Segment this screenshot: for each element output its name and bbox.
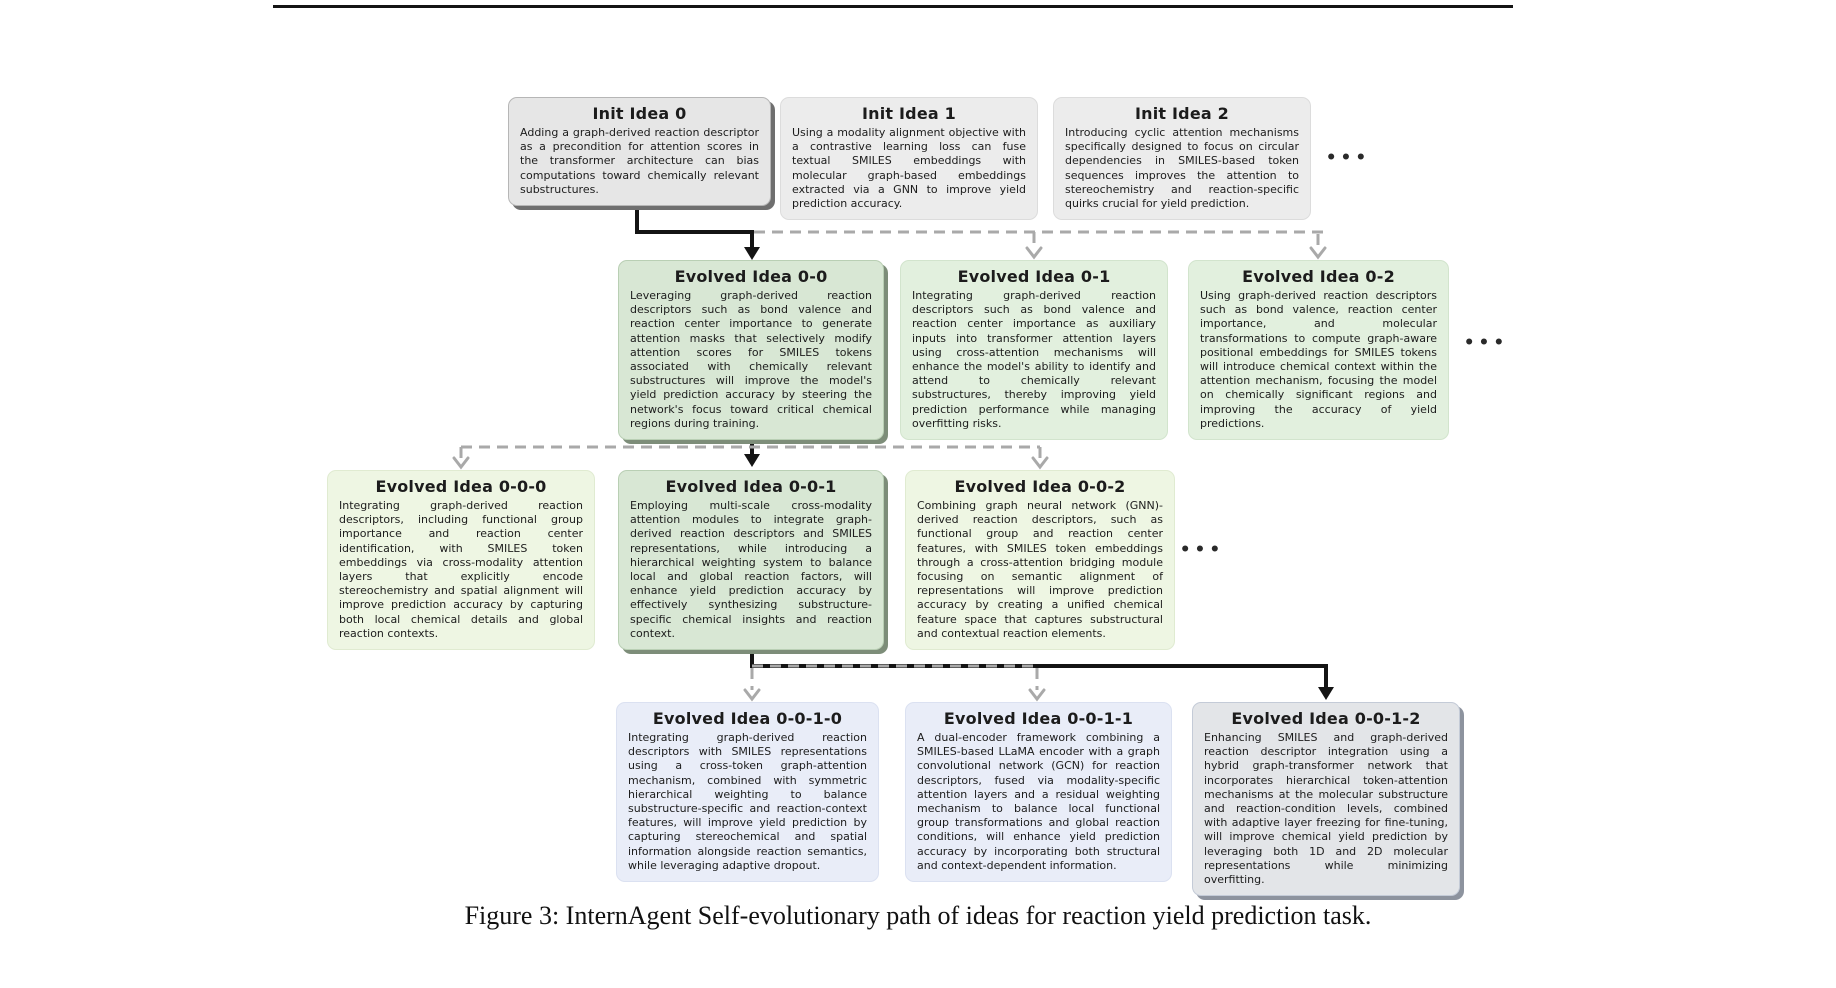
arrowhead-e01 xyxy=(1025,246,1043,260)
arrowhead-e001 xyxy=(744,454,760,467)
arrowhead-e0012 xyxy=(1318,687,1334,700)
page-top-rule xyxy=(273,5,1513,8)
node-body: Integrating graph-derived reaction descr… xyxy=(339,499,583,640)
ellipsis-row-1: ••• xyxy=(1325,148,1371,168)
node-title: Evolved Idea 0-2 xyxy=(1242,267,1395,286)
ellipsis-row-2: ••• xyxy=(1463,333,1509,353)
node-evolved-idea-0-0-1-1: Evolved Idea 0-0-1-1 A dual-encoder fram… xyxy=(905,702,1172,883)
node-evolved-idea-0-0-1: Evolved Idea 0-0-1 Employing multi-scale… xyxy=(618,470,884,651)
node-init-idea-2: Init Idea 2 Introducing cyclic attention… xyxy=(1053,97,1311,221)
node-init-idea-0: Init Idea 0 Adding a graph-derived react… xyxy=(508,97,771,207)
dashed-arrowheads xyxy=(452,246,1327,702)
node-evolved-idea-0-2: Evolved Idea 0-2 Using graph-derived rea… xyxy=(1188,260,1449,441)
arrowhead-e02 xyxy=(1309,246,1327,260)
node-title: Evolved Idea 0-0-1-1 xyxy=(943,709,1134,728)
node-evolved-idea-0-0-0: Evolved Idea 0-0-0 Integrating graph-der… xyxy=(327,470,595,651)
node-title: Evolved Idea 0-0-1-2 xyxy=(1231,709,1421,728)
node-body: Integrating graph-derived reaction descr… xyxy=(912,289,1156,430)
arrowhead-e00 xyxy=(744,247,760,260)
node-title: Init Idea 2 xyxy=(1134,104,1229,123)
node-title: Evolved Idea 0-0-1-0 xyxy=(652,709,843,728)
node-evolved-idea-0-1: Evolved Idea 0-1 Integrating graph-deriv… xyxy=(900,260,1168,441)
node-body: Using graph-derived reaction descriptors… xyxy=(1200,289,1437,430)
node-body: Combining graph neural network (GNN)-der… xyxy=(917,499,1163,640)
node-body: Using a modality alignment objective wit… xyxy=(792,126,1026,211)
node-init-idea-1: Init Idea 1 Using a modality alignment o… xyxy=(780,97,1038,221)
arrowhead-e000 xyxy=(452,456,470,470)
node-title: Init Idea 0 xyxy=(592,104,687,123)
node-body: Enhancing SMILES and graph-derived react… xyxy=(1204,731,1448,887)
node-title: Evolved Idea 0-0-2 xyxy=(954,477,1126,496)
node-title: Evolved Idea 0-0 xyxy=(674,267,828,286)
node-evolved-idea-0-0-1-0: Evolved Idea 0-0-1-0 Integrating graph-d… xyxy=(616,702,879,883)
node-evolved-idea-0-0-2: Evolved Idea 0-0-2 Combining graph neura… xyxy=(905,470,1175,651)
node-body: Integrating graph-derived reaction descr… xyxy=(628,731,867,872)
node-evolved-idea-0-0: Evolved Idea 0-0 Leveraging graph-derive… xyxy=(618,260,884,441)
node-body: A dual-encoder framework combining a SMI… xyxy=(917,731,1160,872)
node-body: Adding a graph-derived reaction descript… xyxy=(520,126,759,196)
node-body: Leveraging graph-derived reaction descri… xyxy=(630,289,872,430)
solid-arrowheads xyxy=(744,247,1334,700)
arrowhead-e002 xyxy=(1031,456,1049,470)
arrowhead-e0010 xyxy=(743,688,761,702)
arrowhead-e0011 xyxy=(1028,688,1046,702)
node-title: Evolved Idea 0-0-0 xyxy=(375,477,547,496)
node-title: Init Idea 1 xyxy=(861,104,956,123)
connector-e001-to-e0012 xyxy=(750,636,1328,690)
node-evolved-idea-0-0-1-2: Evolved Idea 0-0-1-2 Enhancing SMILES an… xyxy=(1192,702,1460,897)
ellipsis-row-3: ••• xyxy=(1179,540,1225,560)
figure-caption: Figure 3: InternAgent Self-evolutionary … xyxy=(464,901,1372,930)
node-title: Evolved Idea 0-0-1 xyxy=(665,477,837,496)
node-body: Introducing cyclic attention mechanisms … xyxy=(1065,126,1299,211)
dashed-connectors xyxy=(459,230,1330,690)
connector-init0-to-e00 xyxy=(635,183,754,250)
node-body: Employing multi-scale cross-modality att… xyxy=(630,499,872,640)
node-title: Evolved Idea 0-1 xyxy=(957,267,1111,286)
